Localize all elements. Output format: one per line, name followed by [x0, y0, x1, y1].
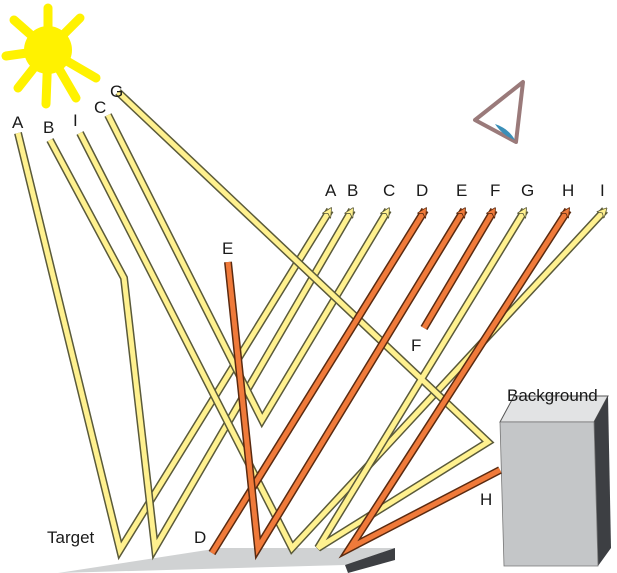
source-labels: A B I C G	[12, 82, 123, 137]
arrival-label-c: C	[383, 181, 395, 200]
source-label-g: G	[110, 82, 123, 101]
orange-rays	[208, 210, 572, 561]
ray-d	[208, 210, 429, 556]
ray-a	[14, 132, 334, 561]
source-label-b: B	[43, 118, 54, 137]
inline-label-d: D	[194, 528, 206, 547]
ray-h	[338, 210, 572, 559]
eye-icon	[473, 80, 525, 144]
background-box	[499, 395, 611, 567]
ray-f	[420, 210, 498, 331]
ray-g	[115, 89, 529, 552]
arrival-label-e: E	[456, 181, 467, 200]
ray-b	[46, 138, 356, 561]
arrival-label-d: D	[416, 181, 428, 200]
background-label: Background	[507, 386, 598, 405]
inline-label-e: E	[222, 239, 233, 258]
inline-label-f: F	[411, 336, 421, 355]
arrival-label-g: G	[521, 181, 534, 200]
arrival-label-i: I	[600, 181, 605, 200]
source-label-c: C	[94, 98, 106, 117]
target-surface	[58, 548, 395, 573]
ray-e	[224, 210, 468, 561]
inline-label-h: H	[480, 490, 492, 509]
source-label-a: A	[12, 113, 24, 132]
arrival-labels: A B C D E F G H I	[325, 181, 605, 200]
ray-i	[76, 131, 608, 555]
arrival-label-h: H	[562, 181, 574, 200]
ray-c	[104, 113, 392, 429]
source-label-i: I	[73, 111, 78, 130]
target-label: Target	[47, 528, 95, 547]
sun-icon	[1, 3, 101, 109]
arrival-label-f: F	[490, 181, 500, 200]
arrival-label-b: B	[347, 181, 358, 200]
yellow-rays	[14, 89, 608, 561]
arrival-label-a: A	[325, 181, 337, 200]
